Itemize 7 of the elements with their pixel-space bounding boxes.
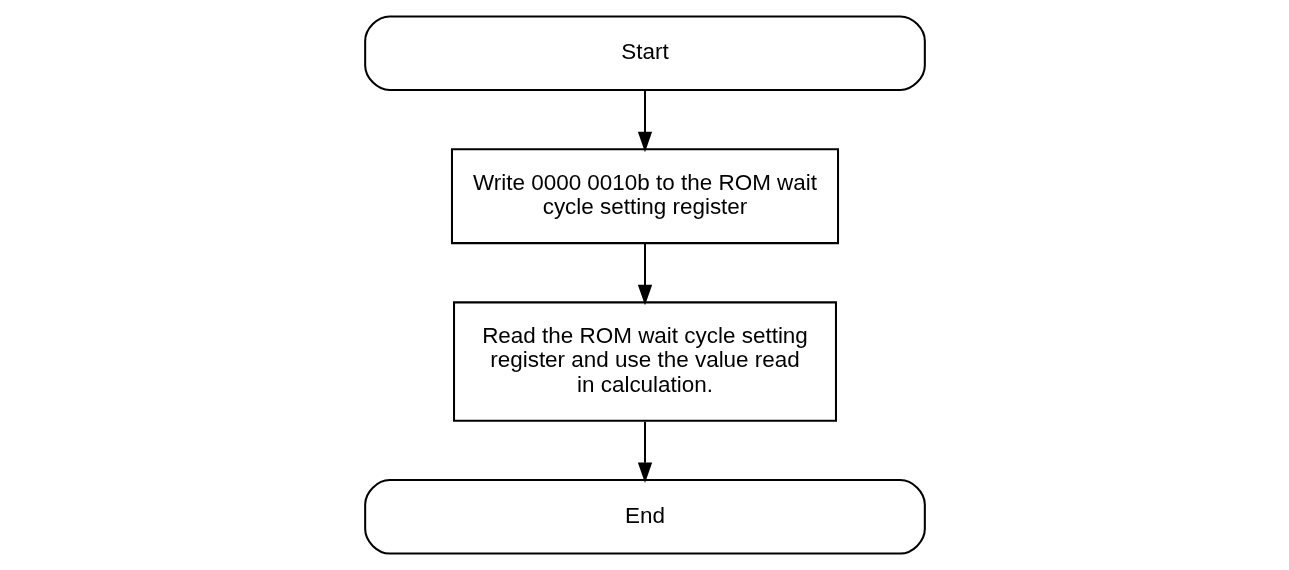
arrow [637,421,652,483]
arrow [637,90,652,153]
arrow [637,243,652,306]
node-box: Read the ROM wait cycle setting register and use the value read in calculation. [452,301,837,422]
node-box: End [363,479,926,555]
node-box: Write 0000 0010b to the ROM wait cycle setting register [450,148,839,245]
node-box: Start [363,15,926,91]
